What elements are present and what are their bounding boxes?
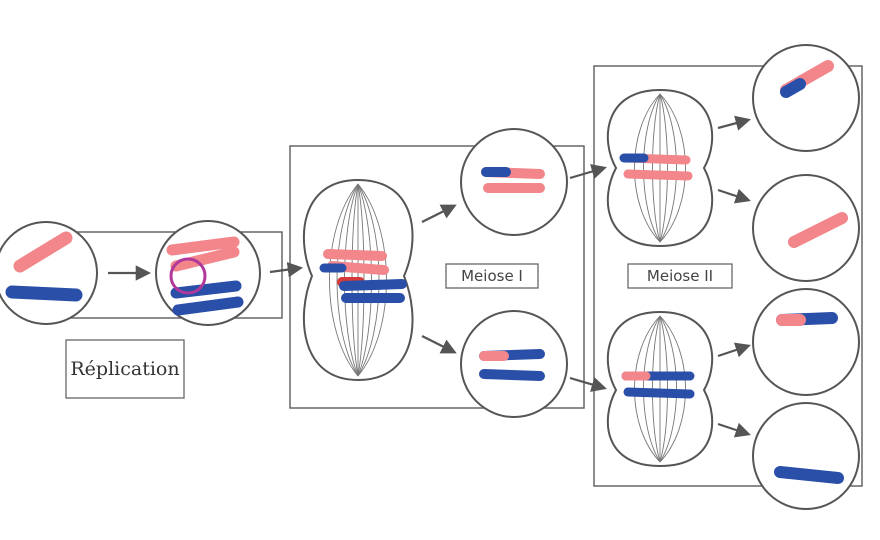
cell-meiosis2-top-dividing [606,88,714,248]
stage-boxes [49,65,863,487]
replication-label: Réplication [70,358,179,380]
arrow-gamete-4 [717,422,751,438]
label-meiosis1: Meiose I [445,263,539,289]
arrow-to-meiosis1 [269,261,304,278]
arrows [108,115,751,438]
cell-replicated [155,220,261,326]
crossover-highlight [169,257,207,295]
arrow-gamete-3 [717,342,751,358]
label-replication: Réplication [65,339,185,399]
cell-meiosis2-bottom-dividing [606,310,714,468]
maternal-chromosome [13,231,73,273]
paternal-chromosome [5,285,83,302]
gamete-3 [752,288,860,396]
gamete-1 [752,44,860,152]
meiosis2-box [593,65,863,487]
label-meiosis2: Meiose II [627,263,733,289]
gamete-4 [752,402,860,510]
arrow-m2-top [569,164,607,180]
arrow-gamete-1 [717,115,751,131]
arrow-gamete-2 [717,188,751,204]
cell-parent [0,221,98,325]
cell-meiosis1-top [460,128,568,236]
arrow-m1-bottom [421,335,457,354]
meiosis1-label: Meiose I [461,267,523,285]
meiosis2-label: Meiose II [647,267,713,285]
arrow-m1-top [421,204,457,223]
arrow-m2-bottom [569,376,607,392]
cell-meiosis1-bottom [460,310,568,418]
gamete-2 [752,174,860,282]
cell-meiosis1-dividing [302,178,414,382]
